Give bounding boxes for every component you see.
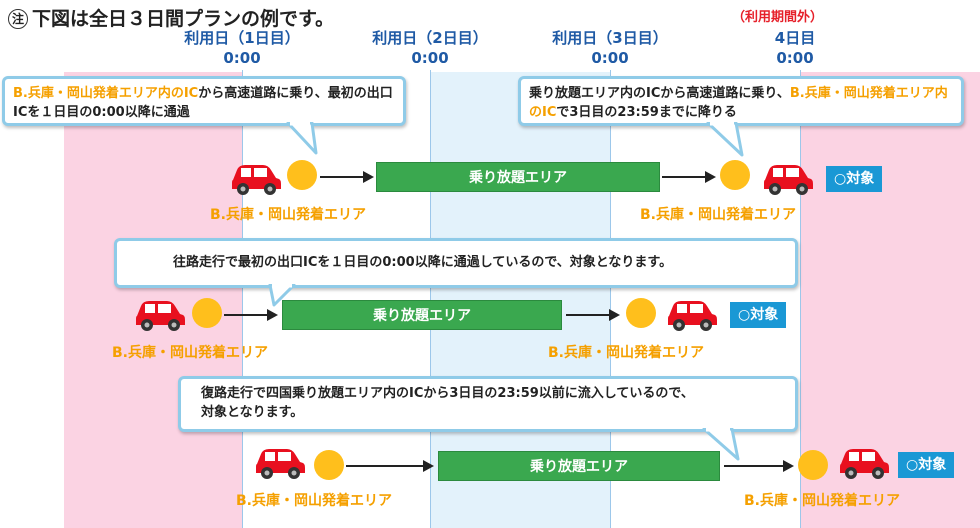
- day3-label-text: 利用日（3日目）: [552, 29, 668, 47]
- car-icon: [668, 301, 717, 331]
- day1-label: 利用日（1日目） 0:00: [172, 28, 312, 68]
- day2-time: 0:00: [411, 49, 449, 67]
- arrow-to-free-area: [224, 309, 278, 321]
- example2-callout: 往路走行で最初の出口ICを１日目の0:00以降に通過しているので、対象となります…: [114, 238, 798, 288]
- arrow-to-free-area: [320, 171, 374, 183]
- arrow-to-exit: [566, 309, 620, 321]
- example2-start-area-label: B.兵庫・岡山発着エリア: [112, 345, 268, 361]
- exit-ic-point: [626, 298, 656, 328]
- example2-target-badge: ○対象: [730, 302, 787, 328]
- arrow-to-exit: [724, 460, 794, 472]
- day3-time: 0:00: [591, 49, 629, 67]
- day4-time: 0:00: [776, 49, 814, 67]
- car-icon: [256, 449, 305, 479]
- day4-boundary-line: [800, 70, 801, 528]
- outside-period-note: （利用期間外）: [732, 10, 824, 25]
- day4-label-text: 4日目: [774, 29, 816, 47]
- day1-time: 0:00: [223, 49, 261, 67]
- example1-entry-highlight: B.兵庫・岡山発着エリア内のIC: [13, 86, 199, 101]
- example1-callout-exit: 乗り放題エリア内のICから高速道路に乗り、B.兵庫・岡山発着エリア内のICで3日…: [518, 76, 964, 126]
- day4-label: 4日目 0:00: [740, 28, 850, 68]
- exit-ic-point: [720, 160, 750, 190]
- day2-label: 利用日（2日目） 0:00: [360, 28, 500, 68]
- day3-label: 利用日（3日目） 0:00: [540, 28, 680, 68]
- example1-exit-highlight: B.兵庫・岡山発着エリア内のIC: [529, 86, 948, 120]
- entry-ic-point: [287, 160, 317, 190]
- page-title-text: 下図は全日３日間プランの例です。: [32, 8, 335, 30]
- page-title: 注下図は全日３日間プランの例です。: [8, 4, 334, 31]
- arrow-to-exit: [662, 171, 716, 183]
- example2-callout-tail: [268, 284, 296, 307]
- example3-target-badge: ○対象: [898, 452, 955, 478]
- example1-start-area-label: B.兵庫・岡山発着エリア: [210, 207, 366, 223]
- day2-label-text: 利用日（2日目）: [372, 29, 488, 47]
- example1-callout-exit-tail: [706, 122, 744, 157]
- car-icon: [764, 165, 813, 195]
- example1-callout-entry: B.兵庫・岡山発着エリア内のICから高速道路に乗り、最初の出口ICを１日目の0:…: [2, 76, 406, 126]
- example1-entry-text: から高速道路に乗り、最初の出口ICを１日目の0:00以降に通過: [13, 86, 393, 120]
- example3-callout-line2: 対象となります。: [201, 405, 304, 420]
- example1-exit-text: で3日目の23:59までに降りる: [556, 105, 737, 120]
- entry-ic-point: [314, 450, 344, 480]
- entry-ic-point: [192, 298, 222, 328]
- example3-callout-line1: 復路走行で四国乗り放題エリア内のICから3日目の23:59以前に流入しているので…: [201, 386, 694, 401]
- example3-start-area-label: B.兵庫・岡山発着エリア: [236, 493, 392, 509]
- day2-boundary-line: [430, 70, 431, 528]
- example1-callout-entry-tail: [286, 122, 318, 155]
- example1-free-area-bar: 乗り放題エリア: [376, 162, 660, 192]
- day1-boundary-line: [242, 70, 243, 528]
- example1-exit-text-pre: 乗り放題エリア内のICから高速道路に乗り、: [529, 86, 790, 101]
- note-mark-icon: 注: [8, 9, 28, 29]
- example3-callout-tail: [702, 428, 740, 461]
- example2-free-area-bar: 乗り放題エリア: [282, 300, 562, 330]
- car-icon: [840, 449, 889, 479]
- example3-free-area-bar: 乗り放題エリア: [438, 451, 720, 481]
- exit-ic-point: [798, 450, 828, 480]
- example3-end-area-label: B.兵庫・岡山発着エリア: [744, 493, 900, 509]
- arrow-to-free-area: [346, 460, 434, 472]
- example1-end-area-label: B.兵庫・岡山発着エリア: [640, 207, 796, 223]
- car-icon: [232, 165, 281, 195]
- day3-boundary-line: [610, 70, 611, 528]
- example1-target-badge: ○対象: [826, 166, 883, 192]
- example2-end-area-label: B.兵庫・岡山発着エリア: [548, 345, 704, 361]
- day1-label-text: 利用日（1日目）: [184, 29, 300, 47]
- example2-callout-text: 往路走行で最初の出口ICを１日目の0:00以降に通過しているので、対象となります…: [173, 255, 673, 270]
- example3-callout: 復路走行で四国乗り放題エリア内のICから3日目の23:59以前に流入しているので…: [178, 376, 798, 432]
- car-icon: [136, 301, 185, 331]
